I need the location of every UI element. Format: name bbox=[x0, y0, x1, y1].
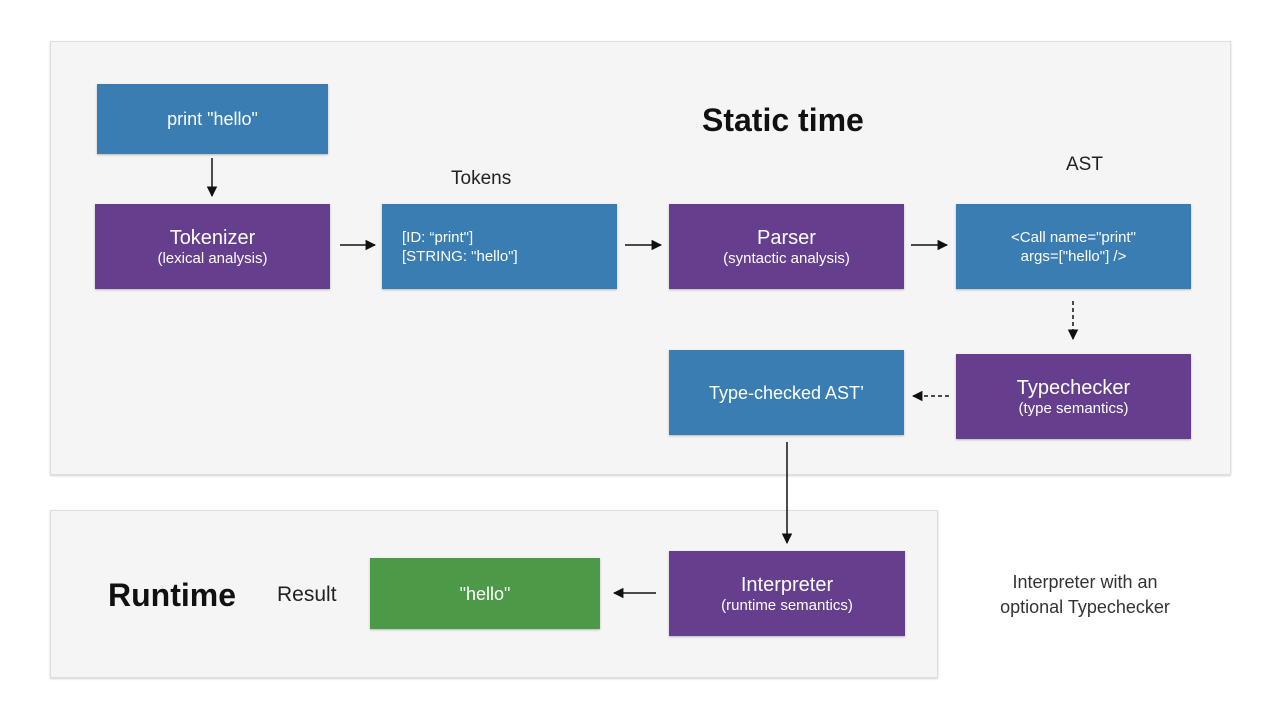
runtime-heading: Runtime bbox=[108, 577, 236, 613]
ast-line-2: args=["hello"] /> bbox=[1020, 247, 1127, 265]
static-time-heading: Static time bbox=[702, 102, 864, 138]
ast-line-1: <Call name="print" bbox=[1011, 228, 1136, 246]
typechecker-title: Typechecker bbox=[1016, 376, 1131, 399]
parser-title: Parser bbox=[757, 226, 816, 249]
tokenizer-subtitle: (lexical analysis) bbox=[157, 249, 268, 267]
result-text: "hello" bbox=[459, 583, 511, 604]
tokens-box: [ID: “print"] [STRING: "hello"] bbox=[382, 204, 617, 289]
interpreter-title: Interpreter bbox=[740, 573, 834, 596]
typechecker-subtitle: (type semantics) bbox=[1018, 399, 1129, 417]
result-label: Result bbox=[277, 583, 337, 606]
tokenizer-title: Tokenizer bbox=[169, 226, 256, 249]
typechecker-box: Typechecker (type semantics) bbox=[956, 354, 1191, 439]
interpreter-box: Interpreter (runtime semantics) bbox=[669, 551, 905, 636]
tokens-label: Tokens bbox=[451, 168, 512, 189]
side-note-line-1: Interpreter with an bbox=[1012, 572, 1158, 592]
ast-label: AST bbox=[1066, 154, 1103, 175]
token-string: [STRING: "hello"] bbox=[402, 247, 518, 265]
side-note: Interpreter with an optional Typechecker bbox=[985, 570, 1185, 620]
side-note-line-2: optional Typechecker bbox=[1000, 597, 1170, 617]
interpreter-subtitle: (runtime semantics) bbox=[721, 596, 853, 614]
tokenizer-box: Tokenizer (lexical analysis) bbox=[95, 204, 330, 289]
parser-box: Parser (syntactic analysis) bbox=[669, 204, 904, 289]
token-id: [ID: “print"] bbox=[402, 228, 474, 246]
source-code-text: print "hello" bbox=[167, 109, 258, 129]
ast-box: <Call name="print" args=["hello"] /> bbox=[956, 204, 1191, 289]
typed-ast-text: Type-checked AST’ bbox=[708, 382, 865, 403]
typed-ast-box: Type-checked AST’ bbox=[669, 350, 904, 435]
parser-subtitle: (syntactic analysis) bbox=[723, 249, 850, 267]
source-code-box: print "hello" bbox=[97, 84, 328, 154]
result-box: "hello" bbox=[370, 558, 600, 629]
